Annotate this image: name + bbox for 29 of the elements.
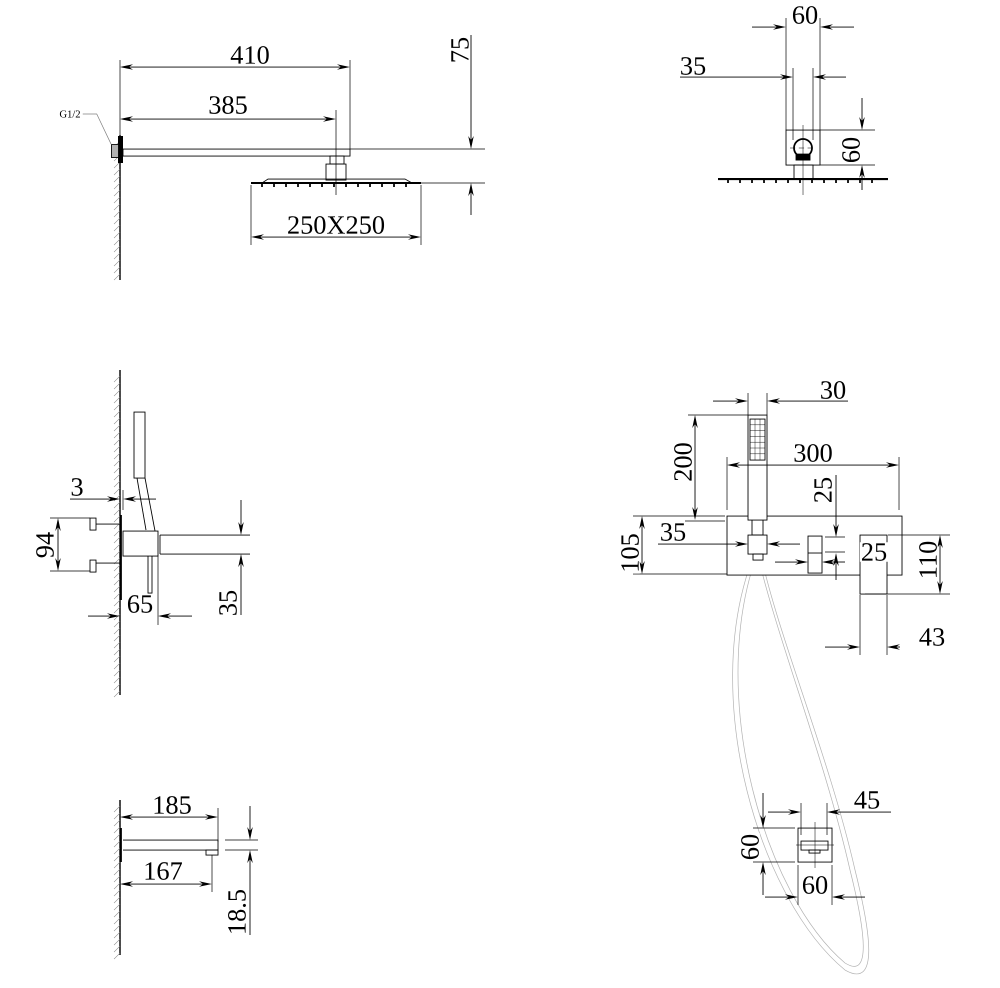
dimension-label: 60 bbox=[800, 875, 830, 895]
pipe-connector bbox=[111, 144, 119, 158]
dimension-label: 300 bbox=[792, 443, 834, 463]
dimension-label: 60 bbox=[841, 136, 861, 164]
dimension-label: 250X250 bbox=[286, 215, 386, 235]
leader-line bbox=[82, 114, 112, 144]
dimension-label: 75 bbox=[450, 36, 470, 64]
dimension-label: 3 bbox=[70, 477, 84, 497]
dimension-label: 35 bbox=[658, 522, 688, 542]
dimension-label: 45 bbox=[852, 790, 882, 810]
dimension-label: 105 bbox=[620, 532, 640, 574]
thread-label: G1/2 bbox=[60, 110, 80, 118]
dimension-label: 110 bbox=[918, 540, 938, 580]
dimension-label: 385 bbox=[207, 95, 249, 115]
dimension-label: 25 bbox=[813, 476, 833, 504]
dimension-label: 25 bbox=[860, 542, 888, 562]
dimension-label: 35 bbox=[678, 56, 708, 76]
dimension-label: 185 bbox=[151, 795, 193, 815]
dimension-label: 167 bbox=[142, 861, 184, 881]
dimension-label: 18.5 bbox=[227, 888, 247, 936]
dimension-label: 200 bbox=[673, 441, 693, 483]
dimension-label: 30 bbox=[818, 380, 848, 400]
dimension-label: 35 bbox=[218, 588, 238, 618]
dimension-label: 60 bbox=[740, 832, 760, 862]
dimension-label: 65 bbox=[126, 594, 154, 614]
dimension-label: 94 bbox=[35, 530, 55, 560]
dimension-label: 410 bbox=[229, 45, 271, 65]
dimension-label: 60 bbox=[790, 5, 820, 25]
dimension-label: 43 bbox=[918, 627, 946, 647]
